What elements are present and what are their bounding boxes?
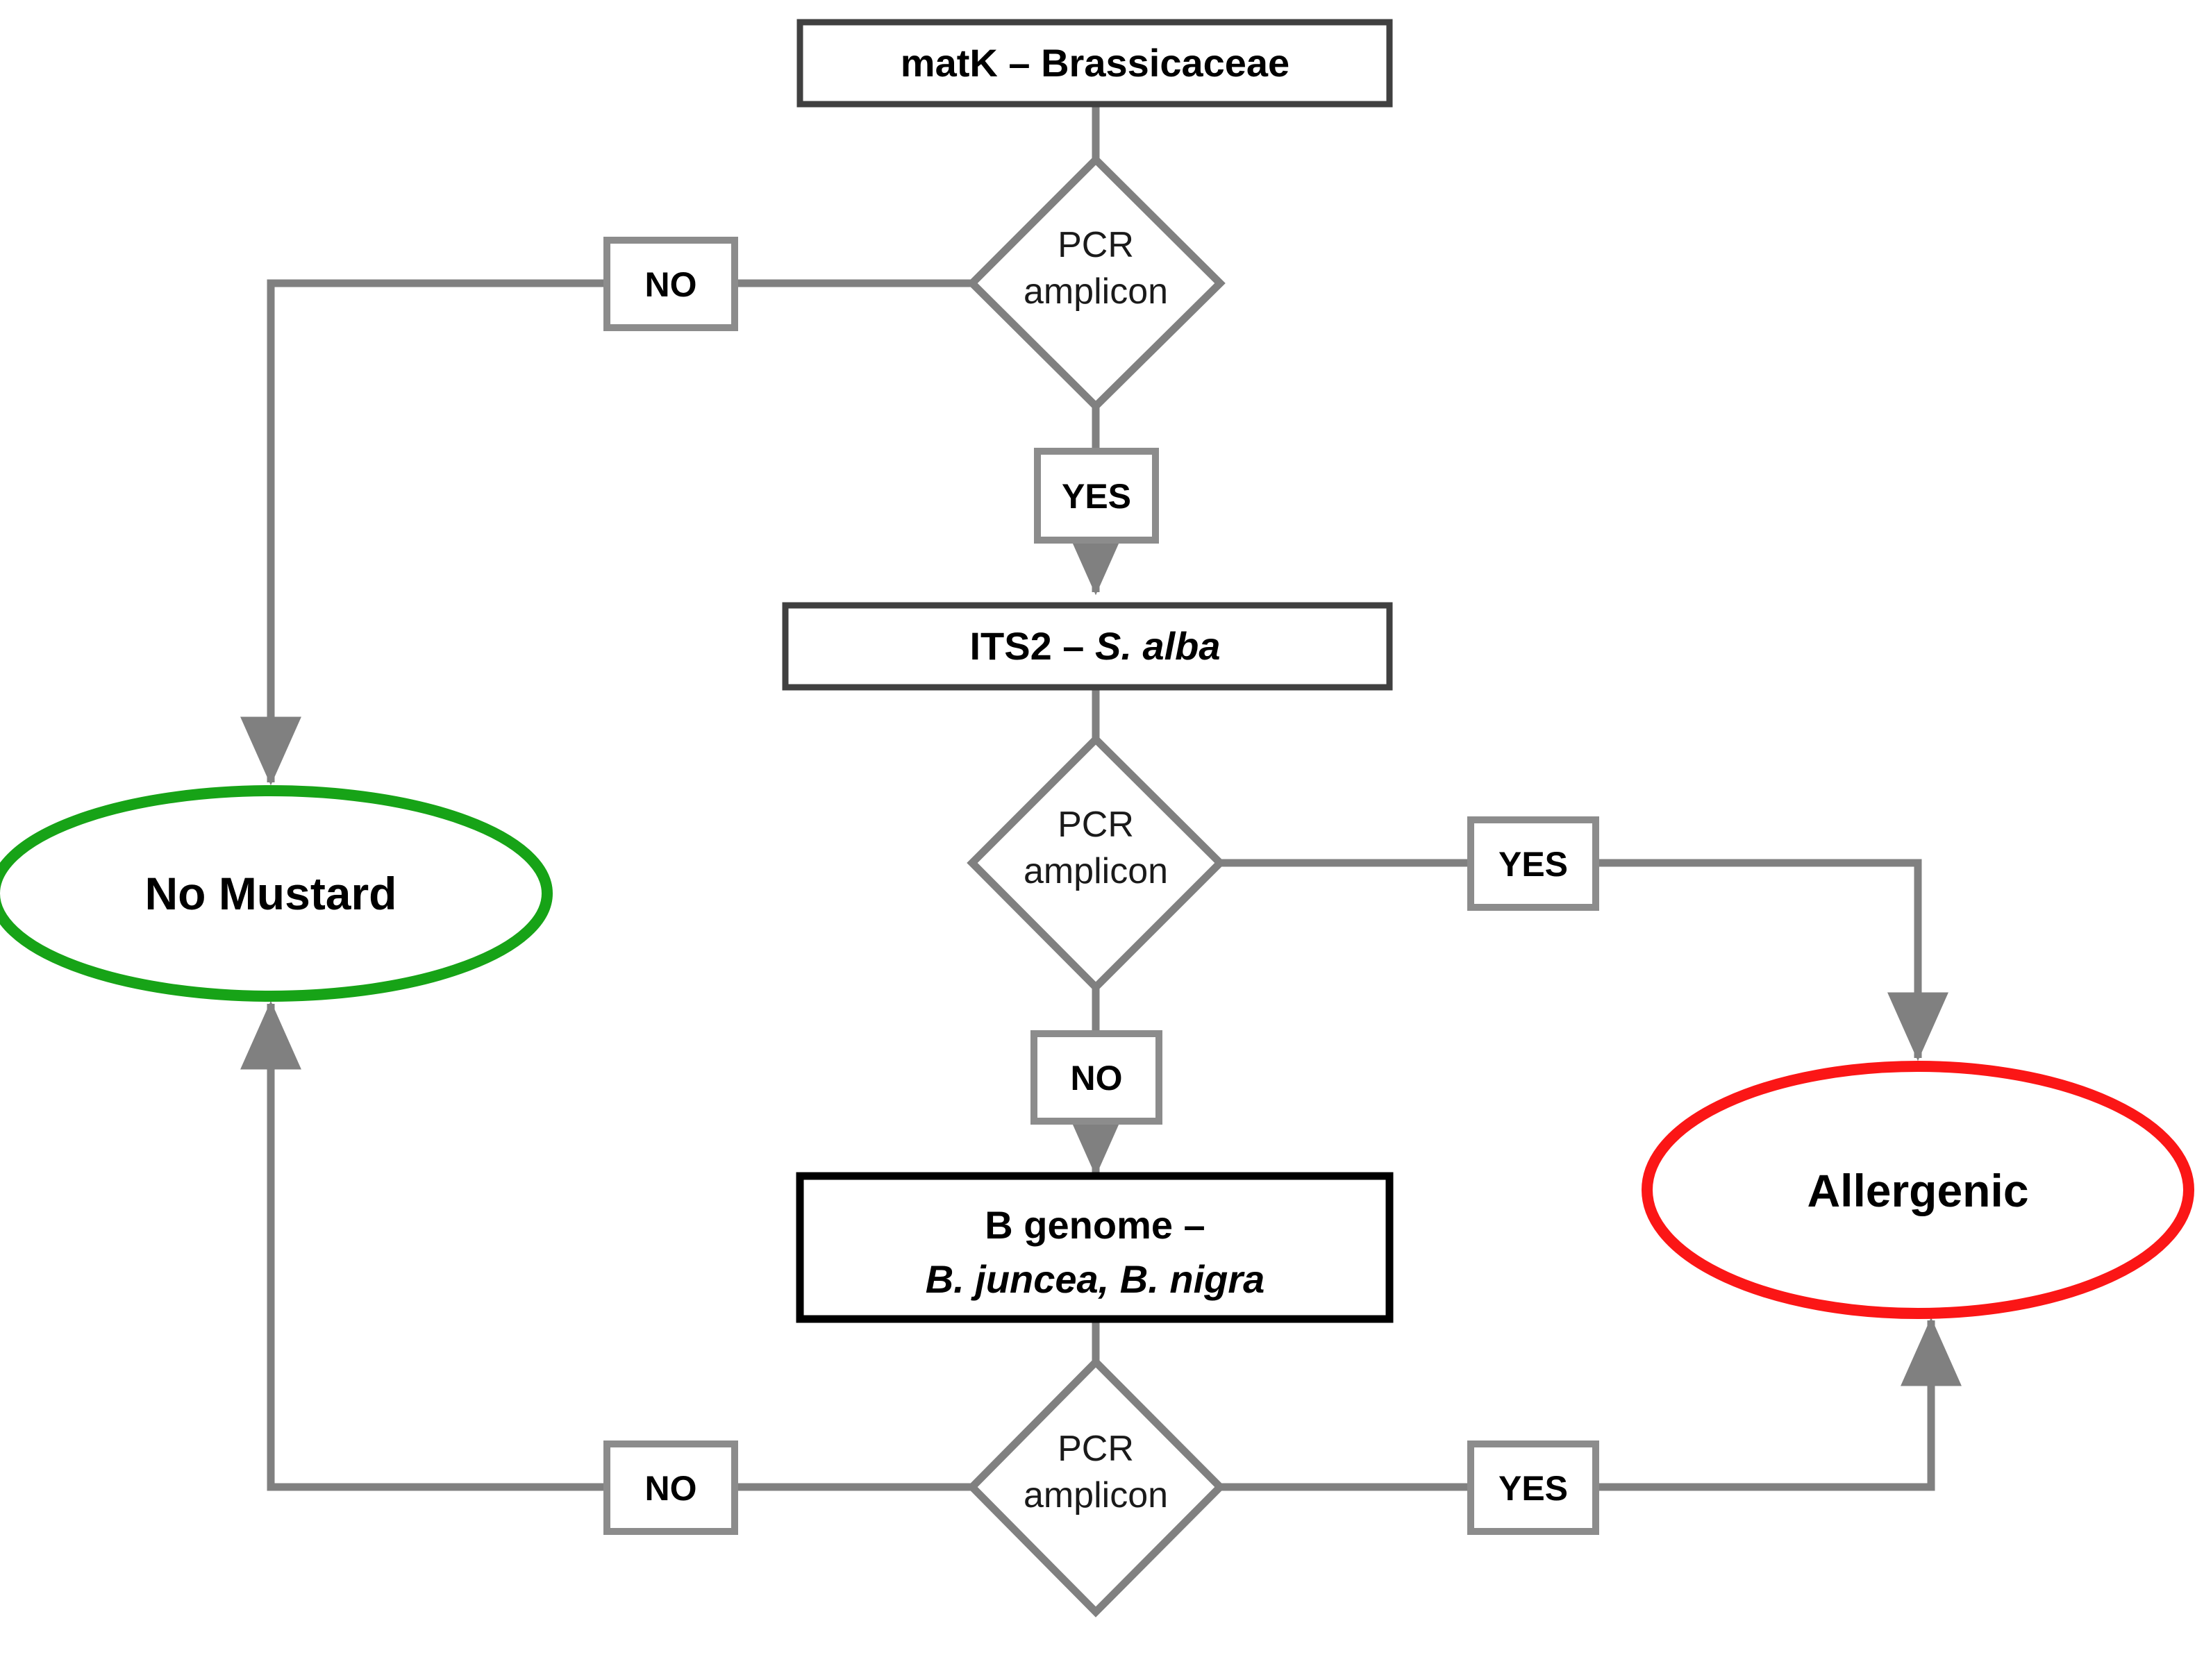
branch-decision2-yes[interactable]: YES [1467,816,1599,911]
branch-decision3-yes[interactable]: YES [1467,1440,1599,1535]
branch-no-top-label: NO [645,265,697,304]
branch-yes-bottom-box[interactable] [1467,1440,1599,1535]
connector-no1-to-no-mustard [240,279,603,786]
decision2-line1: PCR [1058,805,1134,845]
branch-yes-mid-box[interactable] [1467,816,1599,911]
node-its2[interactable]: ITS2 – S. alba [782,602,1393,691]
decision1-line2: amplicon [1024,271,1168,312]
matk-box[interactable] [796,19,1393,108]
branch-yes-mid-label: YES [1498,845,1568,884]
decision3-line1: PCR [1058,1429,1134,1469]
connector-yes3-to-allergenic [1599,1317,1962,1491]
bgenome-line2: B. juncea, B. nigra [926,1257,1265,1301]
its2-label: ITS2 – S. alba [969,624,1220,668]
node-allergenic[interactable]: Allergenic [1642,1061,2194,1319]
connector-no3-to-no-mustard [240,1000,603,1491]
no-mustard-ellipse[interactable] [0,785,553,1002]
branch-decision3-no[interactable]: NO [603,1440,738,1535]
its2-box[interactable] [782,602,1393,691]
branch-decision2-no[interactable]: NO [1030,1030,1162,1125]
decision1-line1: PCR [1058,225,1134,265]
branch-no-mid-box[interactable] [1030,1030,1162,1125]
node-no-mustard[interactable]: No Mustard [0,785,553,1002]
branch-no-mid-label: NO [1071,1059,1123,1098]
matk-label: matK – Brassicaceae [901,41,1289,85]
connector-yes2-to-allergenic [1599,859,1948,1061]
bgenome-line1: B genome – [985,1203,1205,1247]
branch-yes-top-label: YES [1062,477,1131,516]
branch-no-bottom-box[interactable] [603,1440,738,1535]
decision3-diamond[interactable] [967,1356,1226,1618]
node-decision1[interactable]: PCR amplicon [967,154,1226,412]
bgenome-box[interactable] [796,1172,1394,1323]
node-decision2[interactable]: PCR amplicon [967,734,1226,993]
branch-yes-bottom-label: YES [1498,1469,1568,1508]
decision1-diamond[interactable] [967,154,1226,412]
decision3-line2: amplicon [1024,1475,1168,1515]
branch-decision1-yes[interactable]: YES [1034,448,1159,544]
no-mustard-label: No Mustard [145,868,397,919]
branch-yes-top-box[interactable] [1034,448,1159,544]
node-bgenome[interactable]: B genome – B. juncea, B. nigra [796,1172,1394,1323]
connector-layer [240,106,1962,1491]
branch-no-top-box[interactable] [603,237,738,331]
branch-no-bottom-label: NO [645,1469,697,1508]
allergenic-ellipse[interactable] [1642,1061,2194,1319]
allergenic-label: Allergenic [1807,1165,2028,1216]
node-matk[interactable]: matK – Brassicaceae [796,19,1393,108]
branch-decision1-no[interactable]: NO [603,237,738,331]
node-decision3[interactable]: PCR amplicon [967,1356,1226,1618]
decision2-line2: amplicon [1024,851,1168,891]
decision2-diamond[interactable] [967,734,1226,993]
